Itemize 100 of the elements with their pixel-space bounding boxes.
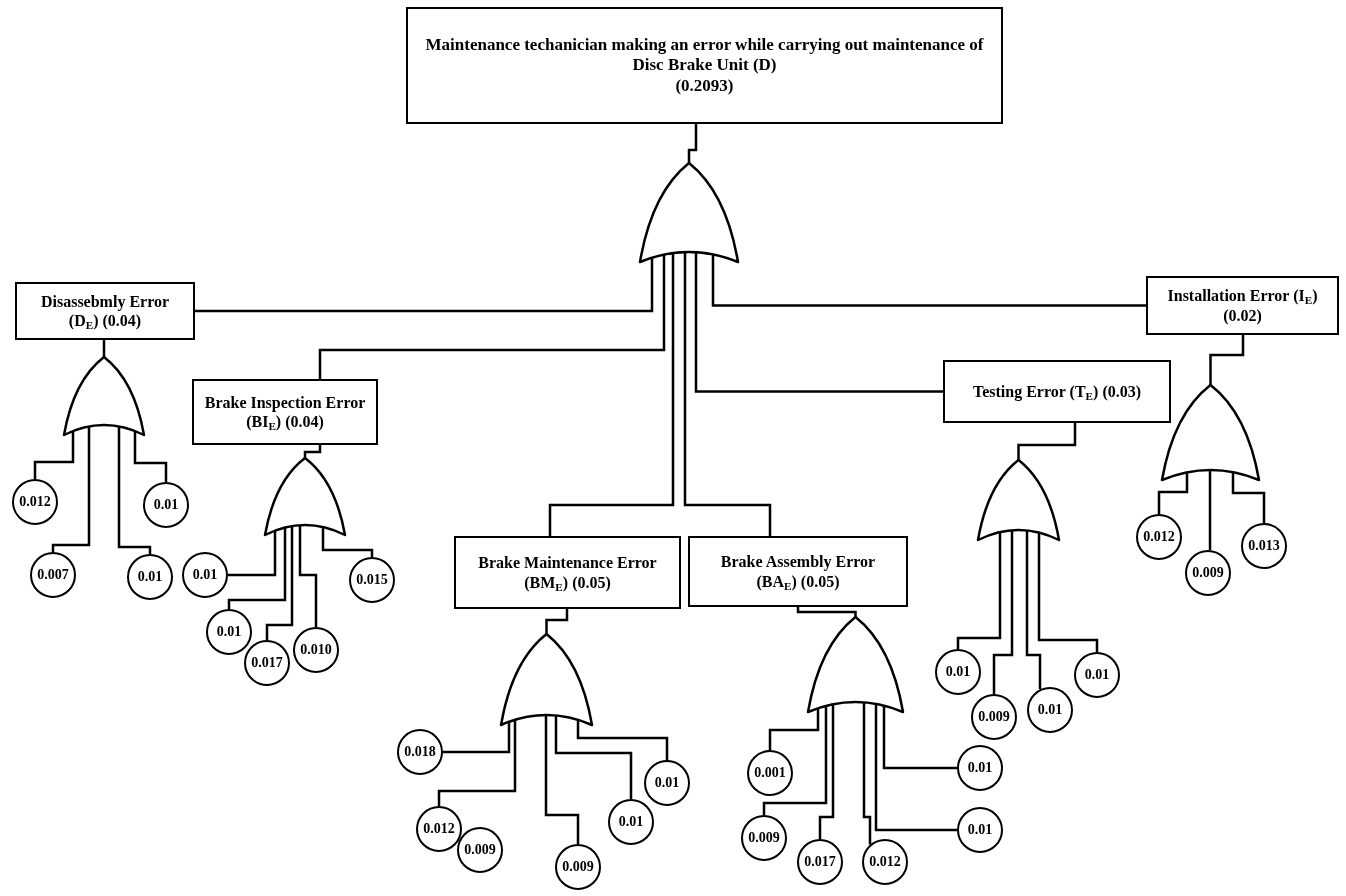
connector-line [133, 431, 168, 482]
probability-label: 0.01 [137, 569, 163, 585]
basic-event-circle [457, 827, 503, 873]
event-box [454, 536, 681, 609]
event-label: Maintenance techanician making an error while carrying out maintenance of Disc Brake Unit (D) [424, 34, 985, 76]
basic-event-circle [797, 839, 843, 885]
or-gate-symbol [808, 617, 903, 712]
probability-label: 0.012 [423, 821, 455, 837]
probability-label: 0.013 [1248, 538, 1280, 554]
basic-event-circle [644, 760, 690, 806]
connector-line [554, 715, 633, 799]
probability-label: 0.01 [216, 624, 242, 640]
probability-label: 0.012 [19, 494, 51, 510]
probability-label: 0.001 [754, 765, 786, 781]
connector-line [762, 705, 828, 815]
or-gate-symbol [64, 357, 144, 435]
connector-line [1208, 470, 1212, 551]
basic-event-circle [206, 609, 252, 655]
connector-line [1209, 335, 1245, 385]
probability-label: 0.009 [562, 859, 594, 875]
connector-line [882, 705, 957, 770]
event-label: (0.2093) [675, 75, 734, 97]
basic-event-circle [416, 806, 462, 852]
probability-label: 0.012 [869, 854, 901, 870]
connector-line [195, 257, 654, 313]
probability-label: 0.017 [804, 854, 836, 870]
connector-line [796, 607, 857, 617]
basic-event-circle [971, 694, 1017, 740]
probability-label: 0.01 [1037, 702, 1063, 718]
connector-line [956, 532, 1002, 649]
event-label: Installation Error (I$_{E}$) (0.02) [1166, 286, 1319, 325]
basic-event-circle [555, 844, 601, 890]
connector-line [437, 719, 517, 806]
basic-event-circle [741, 815, 787, 861]
event-label: Disassebmly Error (D$_{E}$) (0.04) [39, 291, 171, 331]
probability-label: 0.009 [748, 830, 780, 846]
basic-event-circle [608, 799, 654, 845]
basic-event-circle [244, 640, 290, 686]
connector-line [318, 254, 666, 379]
connector-line [298, 525, 318, 627]
basic-event-circle [1074, 652, 1120, 698]
probability-label: 0.01 [192, 567, 218, 583]
connector-line [818, 704, 835, 839]
connector-line [545, 609, 569, 634]
event-label: Testing Error (T$_{E}$) (0.03) [972, 381, 1142, 402]
probability-label: 0.01 [1084, 667, 1110, 683]
connector-line [1037, 532, 1099, 652]
basic-event-circle [747, 750, 793, 796]
or-gate-symbol [978, 460, 1059, 540]
connector-line [768, 708, 820, 750]
connector-line [548, 253, 675, 536]
connector-line [228, 530, 277, 577]
connector-line [1157, 472, 1189, 514]
probability-label: 0.015 [356, 572, 388, 588]
connector-line [1025, 530, 1042, 690]
probability-label: 0.010 [300, 642, 332, 658]
connector-line [443, 721, 511, 754]
or-gate-symbol [501, 634, 592, 725]
basic-event-circle [182, 552, 228, 598]
probability-label: 0.01 [967, 822, 993, 838]
or-gate-symbol [265, 458, 345, 535]
event-box [1146, 276, 1339, 335]
connector-line [694, 252, 943, 393]
connector-line [874, 703, 957, 832]
basic-event-circle [349, 557, 395, 603]
event-label: Brake Inspection Error (BI$_{E}$) (0.04) [203, 392, 367, 432]
connector-line [687, 124, 698, 163]
probability-label: 0.009 [1192, 565, 1224, 581]
or-gate-symbol [640, 163, 738, 262]
basic-event-circle [30, 552, 76, 598]
connector-line [576, 719, 669, 760]
event-box [688, 536, 908, 607]
basic-event-circle [957, 745, 1003, 791]
basic-event-circle [1241, 523, 1287, 569]
event-box [192, 379, 378, 445]
basic-event-circle [957, 807, 1003, 853]
basic-event-circle [127, 554, 173, 600]
connector-line [1017, 423, 1077, 460]
basic-event-circle [12, 479, 58, 525]
probability-label: 0.007 [37, 567, 69, 583]
event-label: Brake Maintenance Error (BM$_{E}$) (0.05) [477, 553, 658, 592]
connector-line [683, 252, 772, 536]
connector-line [303, 445, 322, 458]
probability-label: 0.01 [654, 775, 680, 791]
probability-label: 0.009 [464, 842, 496, 858]
connector-line [321, 527, 374, 557]
basic-event-circle [1027, 687, 1073, 733]
connector-line [862, 702, 872, 845]
probability-label: 0.012 [1143, 529, 1175, 545]
connector-line [227, 527, 287, 609]
connector-line [51, 426, 91, 552]
probability-label: 0.01 [618, 814, 644, 830]
event-box [943, 360, 1171, 423]
event-box [406, 7, 1003, 124]
connector-line [117, 426, 152, 554]
connector-line [1231, 472, 1266, 523]
basic-event-circle [1185, 550, 1231, 596]
basic-event-circle [293, 627, 339, 673]
or-gate-symbol [1162, 385, 1259, 480]
probability-label: 0.01 [967, 760, 993, 776]
